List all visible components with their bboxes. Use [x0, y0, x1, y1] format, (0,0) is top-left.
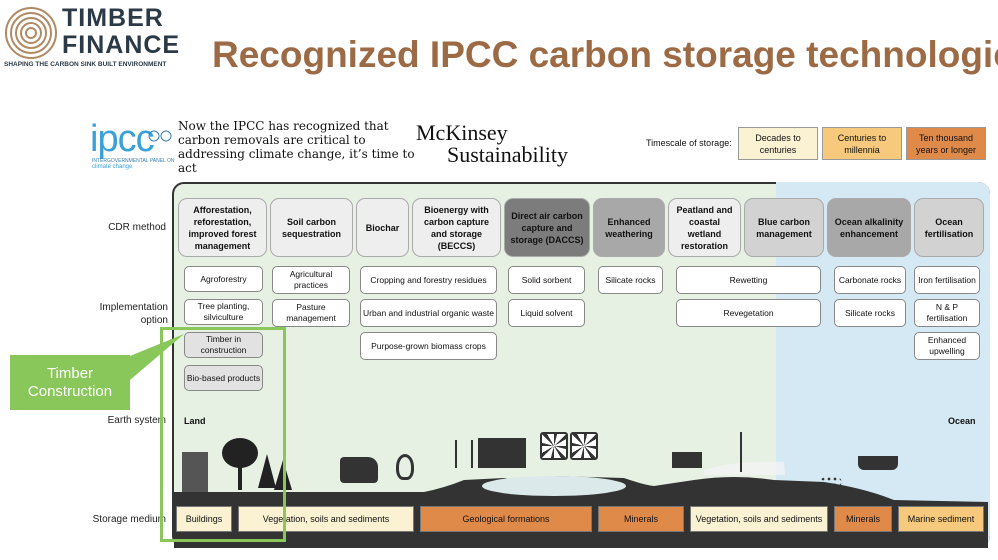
- mckinsey-logo-line1: McKinsey: [416, 120, 508, 145]
- dac-fan-icon: [540, 432, 568, 460]
- row-label-cdr-method: CDR method: [108, 222, 166, 233]
- row-label-storage-medium: Storage medium: [92, 514, 166, 525]
- impl-silicate-rocks-ew: Silicate rocks: [598, 266, 663, 294]
- method-biochar: Biochar: [356, 198, 409, 257]
- rocks-icon: [820, 476, 842, 488]
- mckinsey-logo-line2: Sustainability: [447, 142, 568, 167]
- storage-buildings: Buildings: [176, 506, 232, 532]
- tractor-icon: [340, 457, 378, 483]
- reed-icon: [740, 432, 746, 472]
- method-afforestation: Afforestation, reforestation, improved f…: [178, 198, 267, 257]
- method-ocean-alkalinity: Ocean alkalinity enhancement: [827, 198, 911, 257]
- impl-solid-sorbent: Solid sorbent: [508, 266, 585, 294]
- method-enhanced-weathering: Enhanced weathering: [593, 198, 665, 257]
- page-title: Recognized IPCC carbon storage technolog…: [212, 34, 998, 75]
- earth-land-label: Land: [184, 416, 206, 426]
- timescale-ten-thousand: Ten thousand years or longer: [906, 127, 986, 160]
- impl-revegetation: Revegetation: [676, 299, 821, 327]
- logo-tagline: SHAPING THE CARBON SINK BUILT ENVIRONMEN…: [4, 61, 167, 68]
- storage-marine-sediment: Marine sediment: [898, 506, 984, 532]
- row-label-earth-system: Earth system: [107, 415, 166, 426]
- ipcc-logo-subtitle: INTERGOVERNMENTAL PANEL ON climate chang…: [92, 158, 175, 170]
- storage-minerals-land: Minerals: [598, 506, 684, 532]
- method-peatland: Peatland and coastal wetland restoration: [668, 198, 741, 257]
- wheat-icon: [455, 440, 473, 468]
- callout-pointer: [130, 334, 184, 380]
- tree-icon: [238, 465, 242, 490]
- timber-construction-callout: Timber Construction: [10, 355, 130, 410]
- timescale-centuries: Centuries to millennia: [822, 127, 902, 160]
- ipcc-logo: ipcc: [90, 118, 155, 160]
- pine-tree-icon: [258, 454, 276, 488]
- timescale-decades: Decades to centuries: [738, 127, 818, 160]
- un-emblem-icon: [148, 130, 172, 142]
- impl-bio-based-products: Bio-based products: [184, 365, 263, 391]
- storage-vegetation-soils-coastal: Vegetation, soils and sediments: [690, 506, 828, 532]
- timescale-label: Timescale of storage:: [646, 138, 732, 148]
- method-ocean-fertilisation: Ocean fertilisation: [914, 198, 984, 257]
- impl-biomass-crops: Purpose-grown biomass crops: [360, 332, 497, 360]
- impl-pasture-management: Pasture management: [272, 299, 350, 327]
- impl-agricultural-practices: Agricultural practices: [272, 266, 350, 294]
- building-icon: [182, 452, 208, 492]
- tree-rings-icon: [5, 7, 57, 59]
- ship-icon: [858, 456, 898, 470]
- method-soil-carbon: Soil carbon sequestration: [270, 198, 353, 257]
- impl-urban-industrial-waste: Urban and industrial organic waste: [360, 299, 497, 327]
- impl-carbonate-rocks: Carbonate rocks: [834, 266, 906, 294]
- impl-tree-planting: Tree planting, silviculture: [184, 299, 263, 325]
- method-beccs: Bioenergy with carbon capture and storag…: [412, 198, 501, 257]
- intro-text: Now the IPCC has recognized that carbon …: [178, 119, 415, 175]
- impl-liquid-solvent: Liquid solvent: [508, 299, 585, 327]
- dac-fan-icon: [570, 432, 598, 460]
- factory-icon: [478, 438, 526, 468]
- flame-icon: [396, 454, 414, 480]
- method-daccs: Direct air carbon capture and storage (D…: [504, 198, 590, 257]
- row-label-implementation: Implementation option: [99, 302, 168, 326]
- impl-enhanced-upwelling: Enhanced upwelling: [914, 332, 980, 360]
- storage-minerals-ocean: Minerals: [834, 506, 892, 532]
- excavator-icon: [672, 452, 702, 468]
- logo-line-2: FINANCE: [62, 31, 181, 59]
- earth-ocean-label: Ocean: [948, 416, 976, 426]
- tree-icon: [222, 438, 258, 468]
- impl-timber-construction: Timber in construction: [184, 332, 263, 358]
- timber-finance-logo: TIMBER FINANCE SHAPING THE CARBON SINK B…: [4, 4, 194, 70]
- method-blue-carbon: Blue carbon management: [744, 198, 824, 257]
- impl-cropping-residues: Cropping and forestry residues: [360, 266, 497, 294]
- impl-agroforestry: Agroforestry: [184, 266, 263, 292]
- impl-iron-fertilisation: Iron fertilisation: [914, 266, 980, 294]
- storage-vegetation-soils: Vegetation, soils and sediments: [238, 506, 414, 532]
- timber-highlight-frame: [160, 327, 286, 542]
- impl-rewetting: Rewetting: [676, 266, 821, 294]
- impl-np-fertilisation: N & P fertilisation: [914, 299, 980, 327]
- logo-line-1: TIMBER: [62, 4, 164, 32]
- storage-geological-formations: Geological formations: [420, 506, 592, 532]
- impl-silicate-rocks-oae: Silicate rocks: [834, 299, 906, 327]
